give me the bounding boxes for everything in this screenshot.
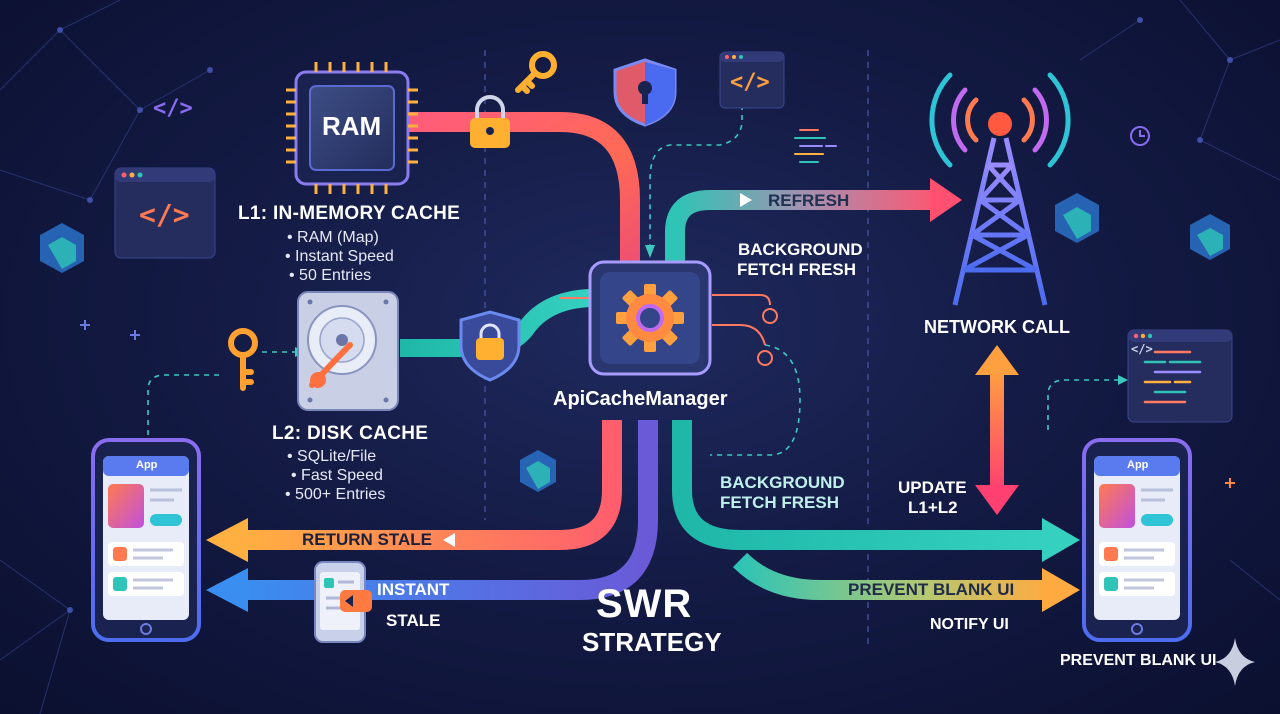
refresh-arrowhead [930, 178, 962, 222]
decor-plus [80, 320, 140, 340]
l2-title: L2: DISK CACHE [272, 423, 429, 444]
hard-disk-icon [297, 291, 399, 411]
phone-app-label: App [1127, 459, 1149, 471]
notify-ui-label: NOTIFY UI [930, 616, 1009, 633]
ram-chip-label: RAM [322, 111, 382, 141]
code-glyph: </> [153, 96, 193, 121]
code-window-icon [719, 51, 785, 109]
code-glyph: </> [1131, 342, 1153, 356]
ram-chip-icon [286, 62, 418, 194]
code-window-icon [114, 167, 216, 259]
shield-lock-icon [613, 58, 677, 127]
l2-bullet: • 500+ Entries [285, 486, 386, 503]
radio-tower-icon [929, 72, 1071, 306]
prevent-blank-bottom-label: PREVENT BLANK UI [1060, 652, 1217, 669]
instant-label: INSTANT [377, 580, 450, 599]
refresh-label: REFRESH [768, 191, 850, 210]
update-arrowhead [1042, 518, 1080, 562]
pipe-l1-to-manager [400, 112, 640, 272]
padlock-icon [470, 95, 510, 148]
pipe-instant-stale [240, 420, 658, 600]
code-window-icon [1127, 329, 1233, 423]
pipe-refresh [665, 190, 940, 270]
shield-lock-icon [459, 310, 521, 382]
background-dots [57, 17, 1233, 613]
code-glyph: </> [730, 70, 770, 95]
bg-fetch-top-line1: BACKGROUND [738, 240, 863, 259]
phone-icon [1082, 438, 1192, 642]
dashed-connectors [147, 95, 1120, 456]
bg-fetch-top-line2: FETCH FRESH [737, 260, 856, 279]
instant-arrowhead [206, 568, 248, 612]
update-line1: UPDATE [898, 478, 967, 497]
clock-icon [1130, 126, 1150, 146]
update-line2: L1+L2 [908, 498, 958, 517]
network-label: NETWORK CALL [924, 317, 1070, 337]
l1-title: L1: IN-MEMORY CACHE [238, 203, 461, 224]
code-lines [794, 129, 837, 163]
gear-icon [588, 260, 712, 376]
sparkle-icon [1215, 638, 1255, 686]
l2-bullet: • Fast Speed [291, 467, 383, 484]
prevent-blank-arrow-label: PREVENT BLANK UI [848, 580, 1015, 599]
code-glyph: </> [139, 198, 190, 231]
strategy-subtitle: STRATEGY [582, 627, 722, 657]
decor-hex-icon [40, 193, 1230, 492]
pipe-return-stale [240, 420, 622, 550]
bg-fetch-bottom-line2: FETCH FRESH [720, 493, 839, 512]
pipe-update [672, 420, 1050, 550]
pipe-prevent-blank [732, 552, 1050, 600]
l2-bullet: • SQLite/File [287, 448, 377, 465]
phone-icon [314, 561, 372, 643]
prevent-blank-arrowhead [1042, 568, 1080, 612]
stale-label: STALE [386, 611, 441, 630]
l1-bullet: • 50 Entries [289, 267, 372, 284]
l1-bullet: • RAM (Map) [287, 229, 379, 246]
return-stale-label: RETURN STALE [302, 530, 433, 549]
key-icon [515, 51, 557, 94]
phone-icon [91, 438, 201, 642]
decor-plus-orange [1225, 478, 1235, 488]
phone-app-label: App [136, 459, 158, 471]
return-stale-arrowhead [206, 518, 248, 562]
manager-connectors [560, 294, 771, 346]
l1-bullet: • Instant Speed [285, 248, 394, 265]
manager-label: ApiCacheManager [553, 388, 728, 410]
divider-lines [484, 50, 869, 650]
update-double-arrow [990, 370, 1004, 490]
key-icon [228, 328, 258, 391]
bg-fetch-bottom-line1: BACKGROUND [720, 473, 845, 492]
strategy-title: SWR [596, 582, 693, 626]
